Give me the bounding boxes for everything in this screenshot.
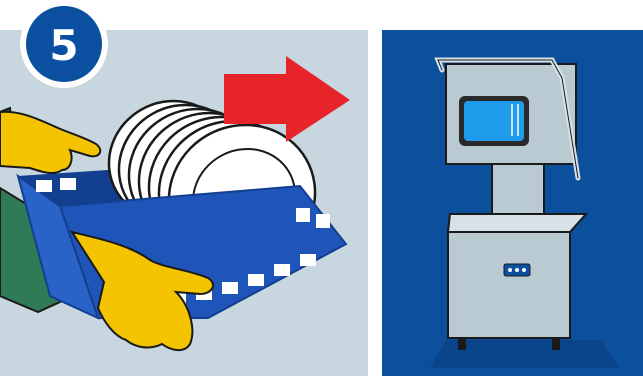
machine-table: [448, 214, 586, 232]
machine-base: [448, 232, 570, 338]
machine-column: [492, 164, 544, 214]
dishwasher-illustration: [382, 30, 643, 376]
machine-foot: [552, 338, 560, 350]
step-badge: 5: [20, 0, 108, 88]
machine-foot: [458, 338, 466, 350]
step-number: 5: [49, 21, 78, 70]
